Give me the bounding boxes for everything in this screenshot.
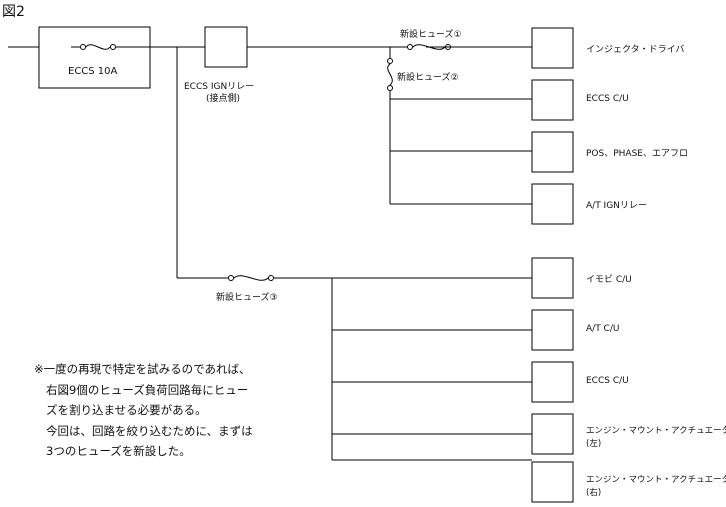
- eccs-10a-fuse-box: [38, 26, 151, 89]
- load-box: [531, 361, 574, 403]
- load-box: [531, 257, 574, 299]
- load-label: POS、PHASE、エアフロ: [586, 149, 688, 159]
- load-label: ECCS C/U: [586, 94, 629, 104]
- load-box: [531, 131, 574, 173]
- note-line: 今回は、回路を絞り込むために、まずは: [46, 423, 253, 438]
- load-box: [531, 183, 574, 225]
- fuse-symbol: [71, 44, 150, 50]
- fuse-terminal: [80, 44, 86, 50]
- load-label: イモビ C/U: [586, 275, 632, 285]
- new-fuse-2-terminal: [387, 85, 393, 91]
- load-sublabel: (左): [586, 439, 602, 449]
- new-fuse-2-terminal: [387, 58, 393, 64]
- load-box: [531, 27, 574, 69]
- note-line: 右図9個のヒューズ負荷回路毎にヒュー: [46, 382, 249, 397]
- new-fuse-3-label: 新設ヒューズ③: [216, 293, 278, 303]
- ign-relay-box: [204, 26, 248, 68]
- load-box: [531, 79, 574, 121]
- load-label: エンジン・マウント・アクチュエータ: [586, 475, 726, 485]
- new-fuse-1-terminal: [407, 44, 413, 50]
- new-fuse-3-terminal: [228, 275, 234, 281]
- main-fuse-label: ECCS 10A: [68, 66, 118, 77]
- relay-sublabel: (接点側): [206, 94, 241, 104]
- load-sublabel: (右): [586, 488, 602, 498]
- load-label: インジェクタ・ドライバ: [586, 45, 685, 55]
- load-box: [531, 461, 574, 503]
- load-label: エンジン・マウント・アクチュエータ: [586, 426, 726, 436]
- new-fuse-1-symbol: [412, 44, 532, 50]
- load-label: A/T C/U: [586, 324, 620, 334]
- new-fuse-1-label: 新設ヒューズ①: [400, 30, 462, 40]
- figure-title: 図2: [2, 4, 25, 20]
- note-line: 3つのヒューズを新設した。: [46, 444, 191, 459]
- new-fuse-2-symbol: [387, 63, 393, 86]
- note-line: ※一度の再現で特定を試みるのであれば、: [34, 362, 251, 376]
- load-label: ECCS C/U: [586, 376, 629, 386]
- new-fuse-2-label: 新設ヒューズ②: [397, 73, 459, 83]
- relay-label: ECCS IGNリレー: [184, 82, 255, 92]
- new-fuse-3-terminal: [268, 275, 274, 281]
- new-fuse-3-symbol: [233, 275, 269, 281]
- explanation-note: ※一度の再現で特定を試みるのであれば、 右図9個のヒューズ負荷回路毎にヒュー ズ…: [34, 359, 253, 462]
- load-box: [531, 309, 574, 351]
- load-label: A/T IGNリレー: [586, 201, 647, 211]
- load-box: [531, 413, 574, 455]
- note-line: ズを割り込ませる必要がある。: [46, 403, 207, 418]
- fuse-terminal: [110, 44, 116, 50]
